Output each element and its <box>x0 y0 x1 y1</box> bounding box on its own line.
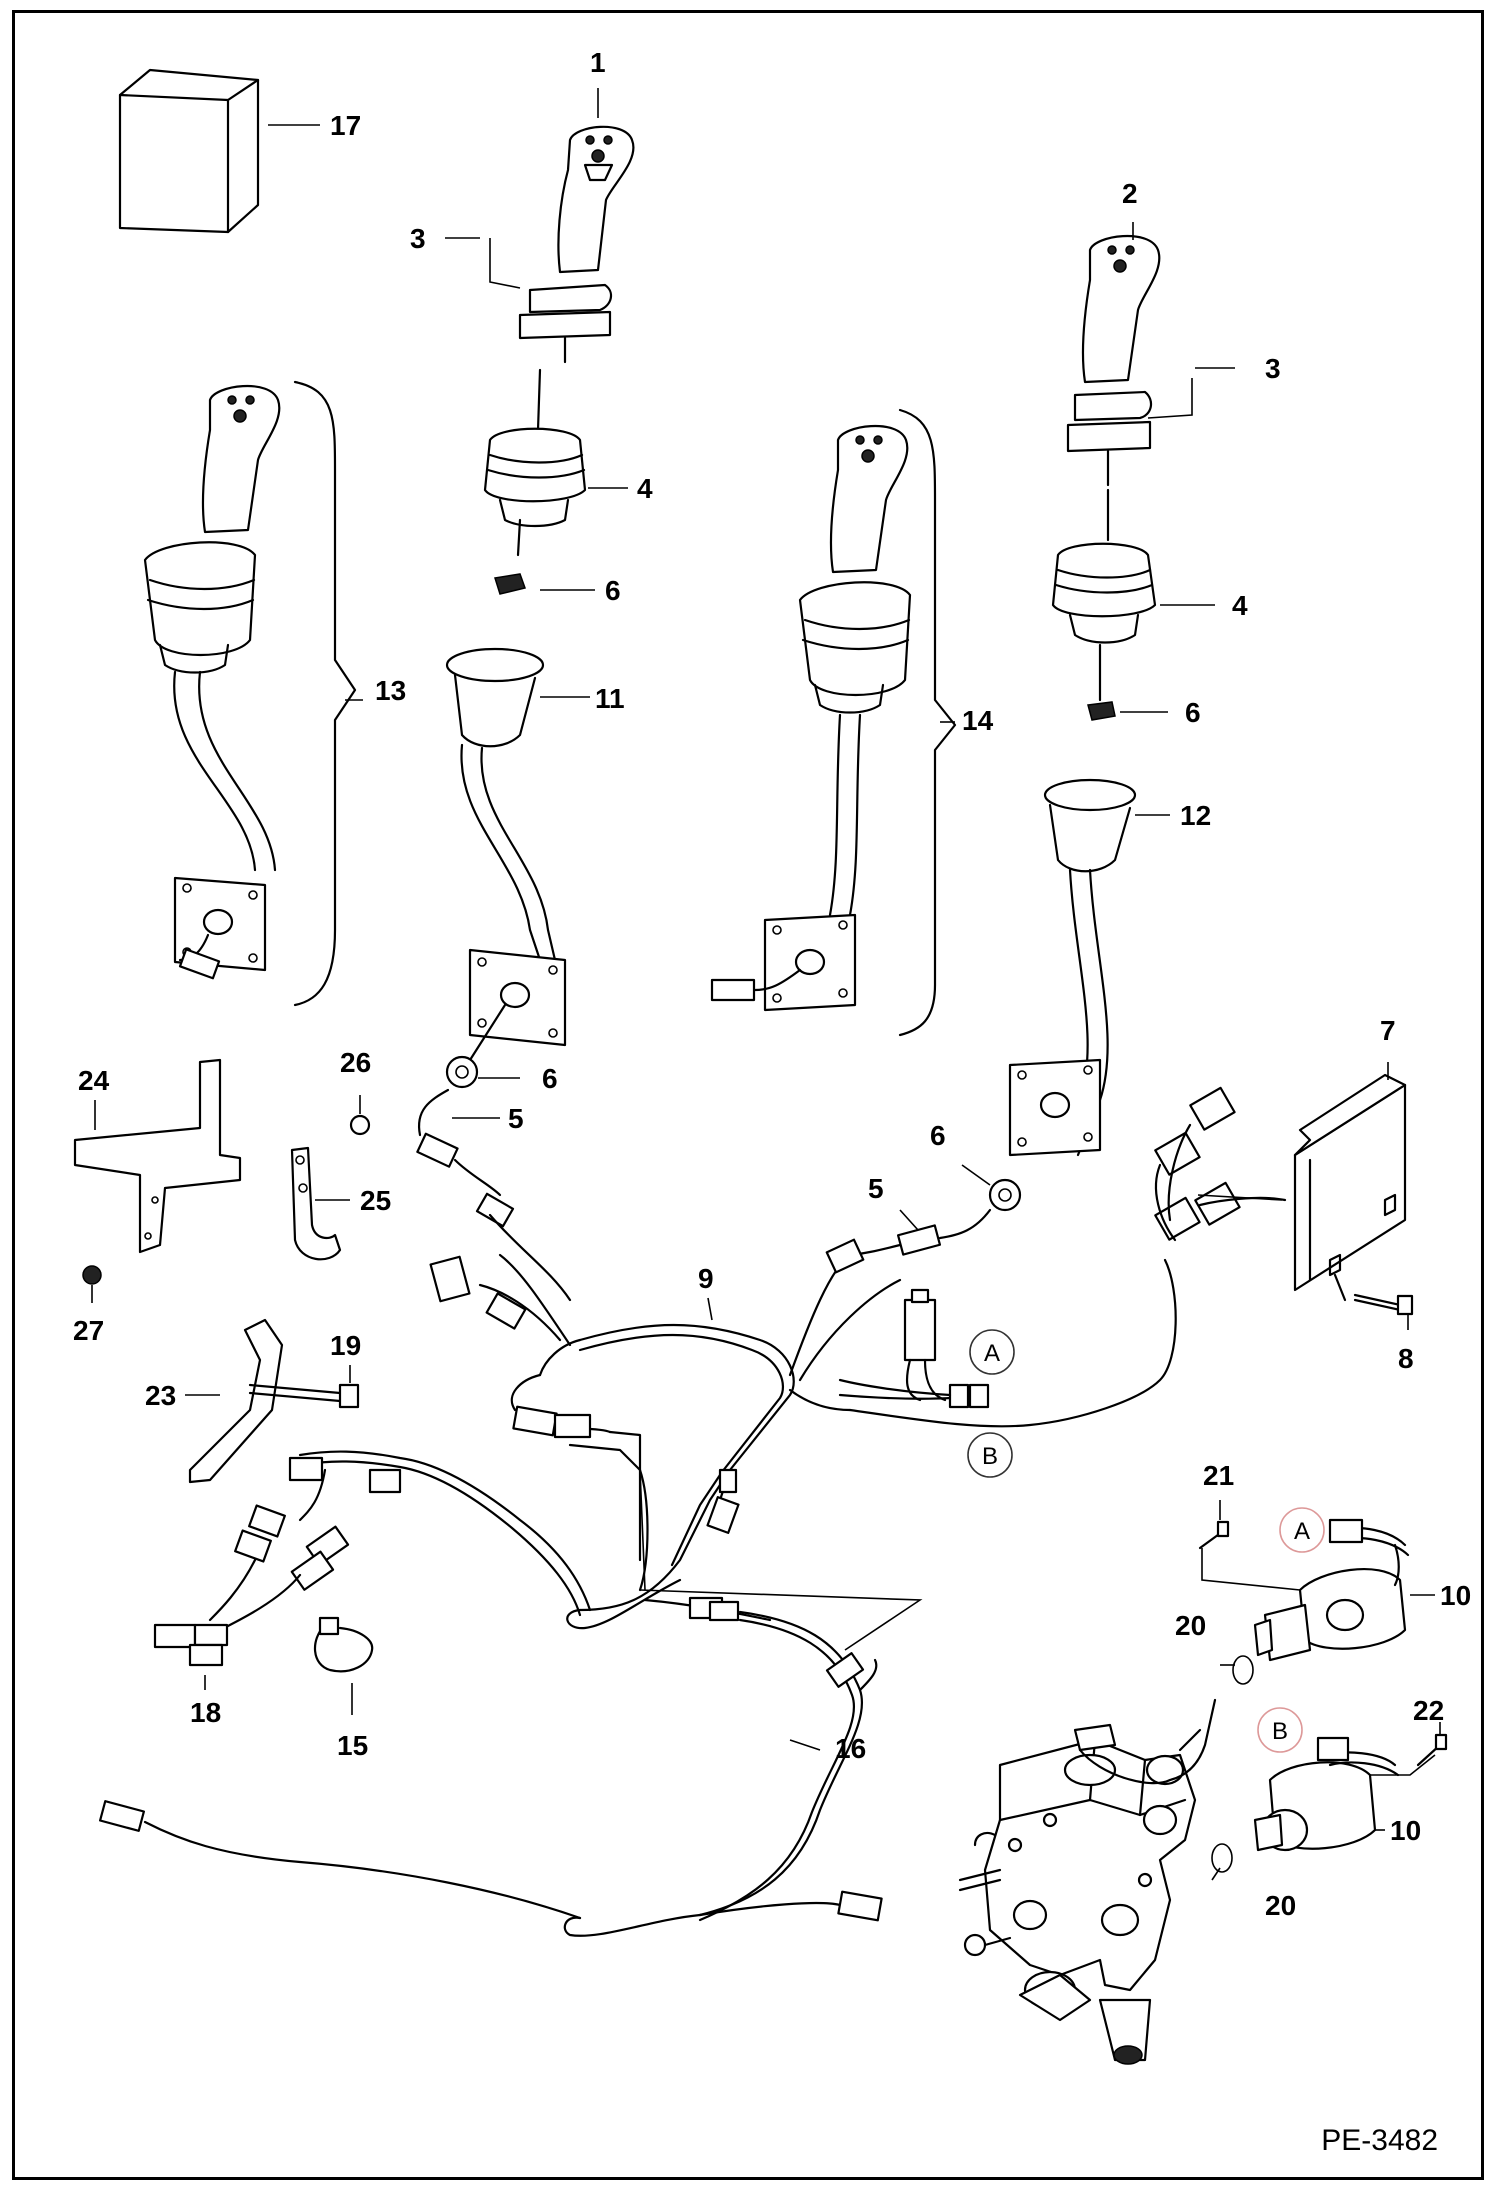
callout-22: 22 <box>1413 1695 1444 1726</box>
part-6-nut-left <box>494 573 526 595</box>
part-20-o-ring-lower <box>1211 1843 1233 1873</box>
marker-A-valve-circle <box>1279 1507 1325 1553</box>
callout-20-lower: 20 <box>1265 1890 1296 1921</box>
callout-3-right: 3 <box>1265 353 1281 384</box>
part-11-left-grommet <box>445 647 557 962</box>
callout-13: 13 <box>375 675 406 706</box>
part-16-lower-harness <box>98 1443 923 1937</box>
callout-21: 21 <box>1203 1460 1234 1491</box>
part-2-right-joystick-handle <box>1066 235 1161 487</box>
part-12-right-grommet <box>1008 778 1137 1157</box>
callout-1: 1 <box>590 47 606 78</box>
callout-6-upper-left: 6 <box>605 575 621 606</box>
part-8-screw <box>1353 1293 1414 1316</box>
callout-12: 12 <box>1180 800 1211 831</box>
part-19-bolt <box>248 1383 360 1409</box>
part-10-lower-solenoid <box>1253 1736 1400 1852</box>
callout-6-upper-right: 6 <box>1185 697 1201 728</box>
callout-5-right: 5 <box>868 1173 884 1204</box>
marker-A-label: A <box>984 1340 1000 1367</box>
part-23-bracket <box>188 1318 284 1484</box>
callout-26: 26 <box>340 1047 371 1078</box>
part-6-lower-nut-right <box>988 1178 1022 1212</box>
marker-A-valve-label: A <box>1294 1518 1310 1545</box>
callout-20-upper: 20 <box>1175 1610 1206 1641</box>
part-4-left-boot <box>483 368 587 557</box>
callout-8: 8 <box>1398 1343 1414 1374</box>
callout-3-left: 3 <box>410 223 426 254</box>
part-6-lower-nut-left <box>445 1055 479 1089</box>
callout-27: 27 <box>73 1315 104 1346</box>
callout-5-left: 5 <box>508 1103 524 1134</box>
part-25-clamp <box>290 1146 342 1261</box>
part-5-right-cable <box>843 1208 992 1257</box>
callout-6-lower-right: 6 <box>930 1120 946 1151</box>
drawing-reference: PE-3482 <box>1321 2124 1438 2157</box>
callout-10-lower: 10 <box>1390 1815 1421 1846</box>
part-18-relay-harness <box>153 1450 592 1667</box>
left-mounting-plate <box>468 948 567 1062</box>
part-5-left-cable <box>416 1088 502 1197</box>
part-4-right-boot <box>1051 488 1157 702</box>
part-14-right-joystick-assembly <box>710 425 912 1012</box>
leader-lines <box>91 88 1441 1881</box>
callout-11: 11 <box>595 683 625 714</box>
callout-4-left: 4 <box>637 473 653 504</box>
part-10-upper-solenoid <box>1253 1518 1410 1662</box>
part-27-nut <box>82 1265 102 1285</box>
part-22-screw <box>1416 1733 1448 1767</box>
part-16-branch <box>608 1430 740 1562</box>
part-24-bracket <box>73 1058 242 1254</box>
callout-10-upper: 10 <box>1440 1580 1471 1611</box>
bracket-14 <box>898 408 957 1037</box>
callout-17: 17 <box>330 110 361 141</box>
marker-B-label: B <box>982 1443 998 1470</box>
part-9-main-harness <box>429 1192 1177 1612</box>
callout-16: 16 <box>835 1733 866 1764</box>
callout-24: 24 <box>78 1065 110 1096</box>
connector-cluster-module <box>1154 1086 1287 1242</box>
part-26-washer <box>349 1114 371 1136</box>
control-valve-body <box>958 1698 1217 2065</box>
callout-15: 15 <box>337 1730 368 1761</box>
part-15-cable-tie <box>313 1616 374 1673</box>
marker-B-circle <box>967 1432 1013 1478</box>
part-21-screw <box>1198 1520 1230 1550</box>
part-13-left-joystick-assembly <box>143 385 281 980</box>
callout-19: 19 <box>330 1330 361 1361</box>
callout-6-lower-left: 6 <box>542 1063 558 1094</box>
callout-23: 23 <box>145 1380 176 1411</box>
callout-9: 9 <box>698 1263 714 1294</box>
callout-7: 7 <box>1380 1015 1396 1046</box>
connector-cluster-A <box>838 1288 990 1409</box>
callout-2: 2 <box>1122 178 1138 209</box>
bracket-13 <box>293 380 357 1007</box>
marker-B-valve-label: B <box>1272 1718 1288 1745</box>
callout-18: 18 <box>190 1697 221 1728</box>
marker-B-valve-circle <box>1257 1707 1303 1753</box>
part-7-controller <box>1293 1073 1407 1302</box>
diagram-border <box>12 10 1484 2180</box>
callout-4-right: 4 <box>1232 590 1248 621</box>
callout-14: 14 <box>962 705 994 736</box>
marker-A-circle <box>969 1329 1015 1375</box>
part-1-left-joystick-handle <box>518 125 635 364</box>
part-17-box <box>118 68 260 234</box>
part-20-o-ring-upper <box>1232 1655 1254 1685</box>
part-6-nut-right <box>1087 701 1116 721</box>
callout-25: 25 <box>360 1185 391 1216</box>
